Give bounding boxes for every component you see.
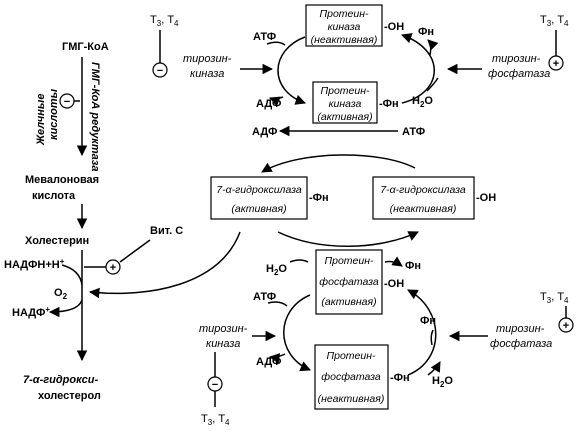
bile-acids-label-1: Желчные <box>35 94 47 146</box>
hydroxylase-active-box: 7-α-гидроксилаза (активная) <box>210 176 308 220</box>
fn-middle-hook <box>384 256 403 267</box>
fn-bottom-hook <box>430 329 434 346</box>
bile-minus-sign: − <box>64 96 70 108</box>
fn-middle-label: Фн <box>405 260 421 272</box>
gmg-reductase-label: ГМГ-КоА редуктаза <box>89 62 101 171</box>
pk-activation-arc <box>277 36 306 105</box>
nadph-label: НАДФН+Н+ <box>4 257 65 271</box>
t3-t4-top: Т3, Т4 <box>150 14 179 28</box>
atf-middle-label: АТФ <box>402 126 425 138</box>
t3t4-bottom-right-plus: + <box>563 320 569 332</box>
t3-t4-bottom-right: Т3, Т4 <box>540 291 569 305</box>
svg-text:Протеин-: Протеин- <box>327 350 376 362</box>
adf-top-hook <box>269 96 284 107</box>
adf-bottom-hook <box>268 353 286 364</box>
hydroxylase-phosphorylation-arc <box>261 154 416 173</box>
hydroxylase-active-fn: -Фн <box>309 192 329 204</box>
svg-text:(активная): (активная) <box>231 203 286 215</box>
pp-reactivation-arc <box>407 289 437 376</box>
hydroxylase-inactive-oh: -ОН <box>476 192 496 204</box>
svg-text:Протеин-: Протеин- <box>325 255 374 267</box>
atf-top-label: АТФ <box>253 31 276 43</box>
pp-inactive-box: Протеин- фосфатаза (неактивная) <box>314 344 389 410</box>
h2o-middle-label: Н2О <box>266 263 287 277</box>
svg-text:(неактивная): (неактивная) <box>318 393 385 405</box>
vit-c-plus-sign: + <box>110 262 116 274</box>
pk-inactive-oh: -ОН <box>384 21 404 33</box>
atf-top-hook <box>266 41 286 46</box>
pk-deactivation-arc <box>401 33 435 104</box>
vit-c-link <box>119 239 151 263</box>
svg-text:(активная): (активная) <box>321 296 376 308</box>
atf-bottom-label: АТФ <box>253 291 276 303</box>
fn-top-label: Фн <box>418 26 434 38</box>
mevalon-label-1: Мевалоновая <box>25 174 99 186</box>
svg-text:фосфатаза: фосфатаза <box>321 371 381 383</box>
o2-label: O2 <box>54 287 68 301</box>
hydroxylase-dephosphorylation-arc <box>277 231 419 247</box>
nadph-link <box>61 264 83 286</box>
svg-text:фосфатаза: фосфатаза <box>319 276 379 288</box>
svg-text:Протеин-: Протеин- <box>320 8 369 20</box>
svg-text:7-α-гидроксилаза: 7-α-гидроксилаза <box>380 184 466 196</box>
fn-top-hook <box>427 39 439 56</box>
fn-bottom-label: Фн <box>420 315 436 327</box>
hydroxylase-catalysis-arrow <box>88 231 241 299</box>
svg-text:(активная): (активная) <box>317 111 372 123</box>
svg-text:киназа: киназа <box>328 21 361 33</box>
svg-text:Протеин-: Протеин- <box>321 85 370 97</box>
tyrosine-phosphatase-top-1: тирозин- <box>492 53 541 65</box>
tyrosine-kinase-bottom-1: тирозин- <box>199 323 248 335</box>
adf-bottom-label: АДФ <box>256 356 281 368</box>
t3t4-top-inhibition-icon <box>152 62 168 78</box>
nadp-arrow <box>48 299 83 318</box>
bile-acids-label-2: кислоты <box>48 88 60 140</box>
mevalon-label-2: кислота <box>32 190 76 202</box>
pk-inactive-box: Протеин- киназа (неактивная) <box>305 4 383 47</box>
t3t4-top-minus: − <box>157 65 163 77</box>
svg-text:(неактивная): (неактивная) <box>311 34 378 46</box>
tyrosine-phosphatase-bottom-2: фосфатаза <box>490 338 552 350</box>
h2o-middle-hook <box>289 259 309 263</box>
h2o-top-hook <box>426 77 439 92</box>
svg-text:7-α-гидроксилаза: 7-α-гидроксилаза <box>216 184 302 196</box>
adf-middle-label: АДФ <box>252 126 277 138</box>
t3t4-bottom-minus: − <box>212 379 218 391</box>
oh-cholesterol-label-2: холестерол <box>38 390 101 402</box>
tyrosine-kinase-top-1: тирозин- <box>183 53 232 65</box>
tyrosine-kinase-bottom-2: киназа <box>206 338 240 350</box>
oh-cholesterol-label-1: 7-α-гидрокси- <box>23 374 99 386</box>
h2o-bottom-hook <box>427 361 441 376</box>
t3t4-bottom-right-activation-icon <box>558 317 574 333</box>
svg-text:киназа: киназа <box>329 98 362 110</box>
atf-bottom-hook <box>267 301 288 307</box>
pp-active-box: Протеин- фосфатаза (активная) <box>315 249 383 315</box>
tyrosine-kinase-top-2: киназа <box>190 68 224 80</box>
t3t4-top-right-activation-icon <box>548 55 564 71</box>
tyrosine-phosphatase-top-2: фосфатаза <box>488 68 550 80</box>
pk-active-fn: -Фн <box>379 98 399 110</box>
svg-text:(неактивная): (неактивная) <box>390 203 457 215</box>
adf-top-label: АДФ <box>256 98 281 110</box>
hydroxylase-inactive-box: 7-α-гидроксилаза (неактивная) <box>372 176 475 220</box>
gmg-koa-label: ГМГ-КоА <box>62 41 109 53</box>
pp-inactive-fn: -Фн <box>390 372 410 384</box>
h2o-bottom-label: Н2О <box>432 375 453 389</box>
t3-t4-top-right: Т3, Т4 <box>540 14 569 28</box>
t3-t4-bottom: Т3, Т4 <box>201 413 230 427</box>
t3t4-top-right-plus: + <box>553 58 559 70</box>
tyrosine-phosphatase-bottom-1: тирозин- <box>496 323 545 335</box>
pp-inactivation-arc <box>283 294 311 372</box>
pk-active-box: Протеин- киназа (активная) <box>312 81 378 124</box>
cholesterol-label: Холестерин <box>25 235 89 247</box>
vit-c-label: Вит. С <box>150 225 183 237</box>
h2o-top-label: Н2О <box>412 95 433 109</box>
nadp-label: НАДФ+ <box>12 305 50 319</box>
pp-active-oh: -ОН <box>384 278 404 290</box>
